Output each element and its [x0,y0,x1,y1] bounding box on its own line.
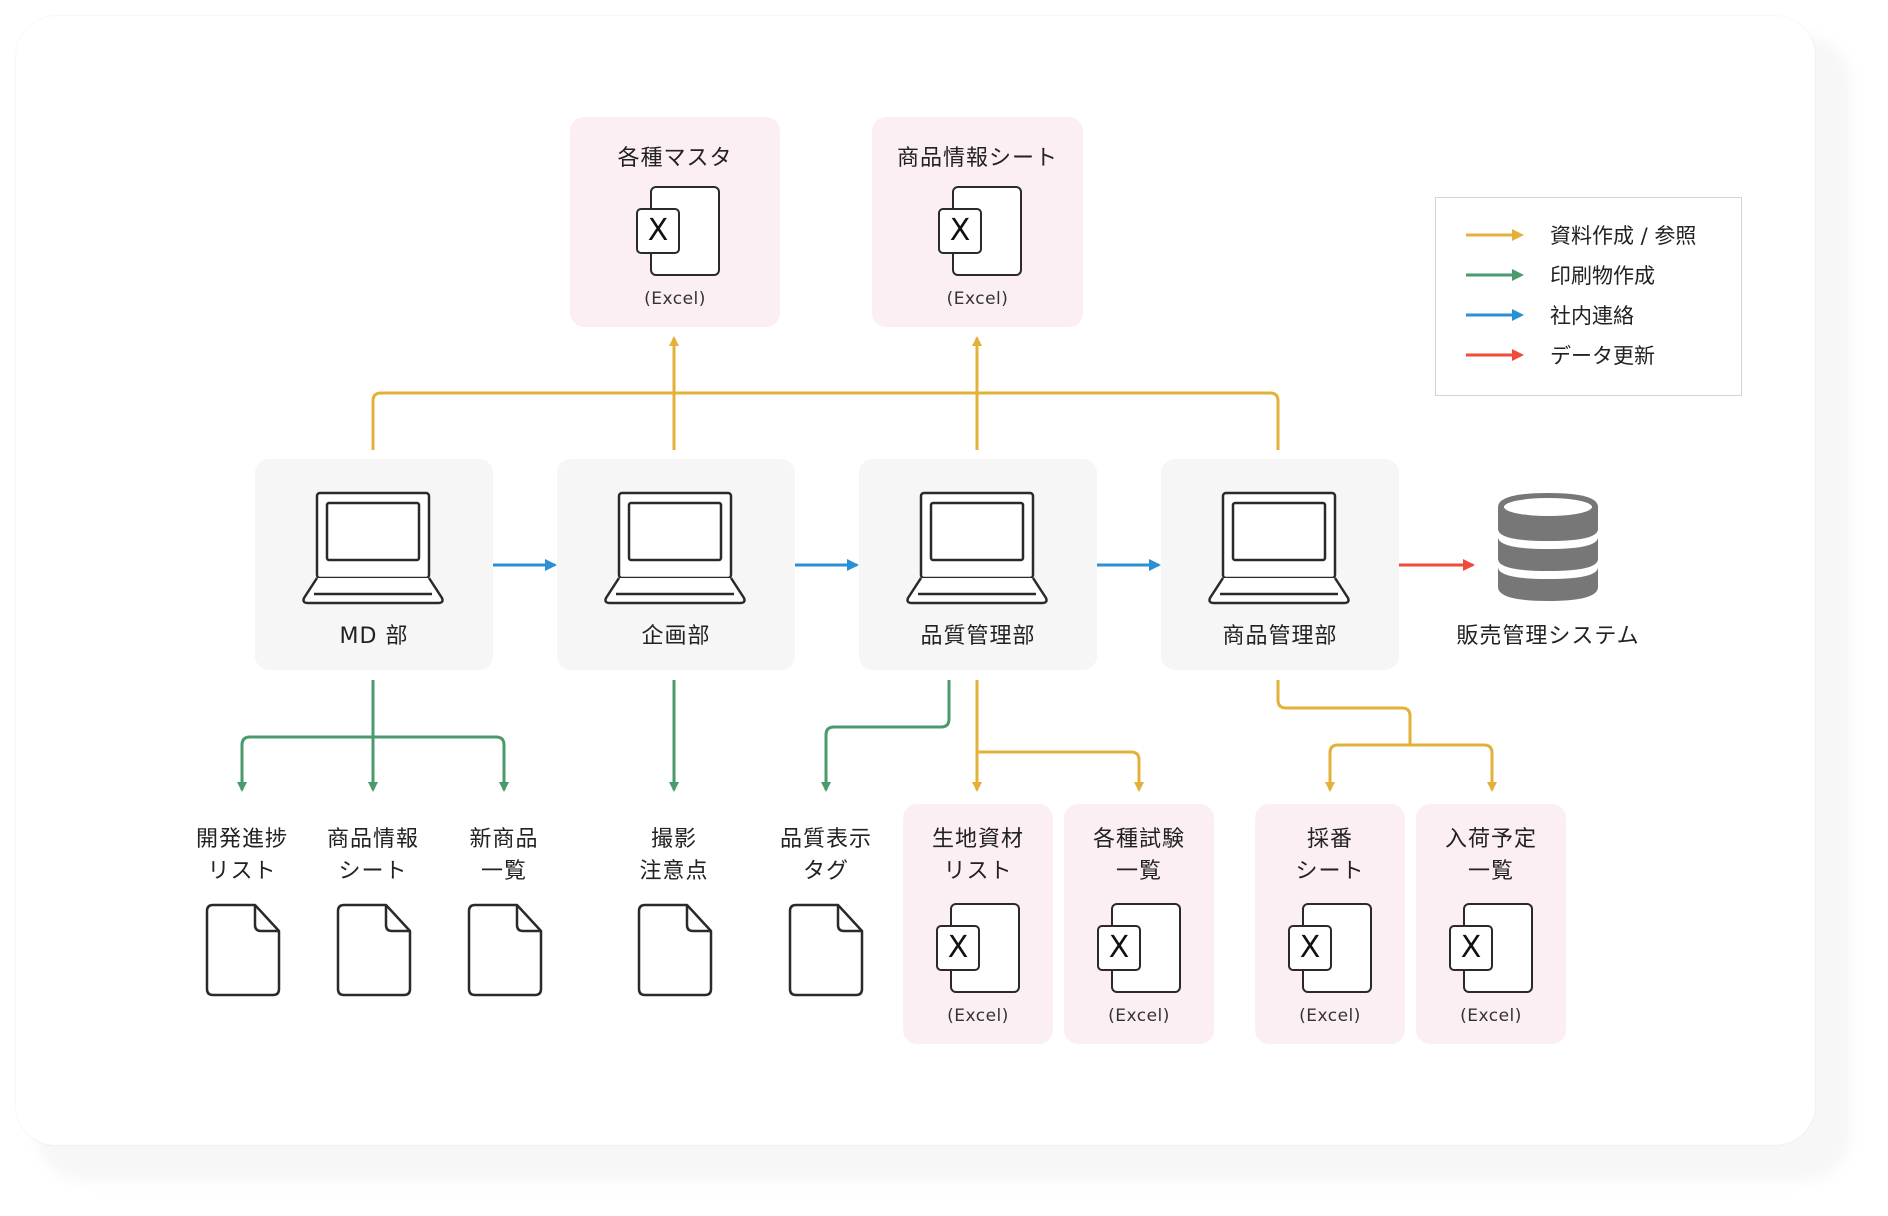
document-icon [788,903,864,997]
legend-item-update: データ更新 [1466,340,1655,370]
reference-bus [371,336,1280,450]
legend-item-reference: 資料作成 / 参照 [1466,220,1696,250]
document-icon [336,903,412,997]
excel-file-icon: X [1097,903,1185,995]
laptop-icon [604,491,746,605]
arrow-icon [1466,309,1524,321]
dept-label: 企画部 [641,624,711,649]
output-label: 採番シート [1295,827,1365,884]
output-label: 商品情報シート [326,827,419,884]
excel-file-icon: X [636,186,724,278]
output-label: 開発進捗リスト [195,827,288,884]
document-icon [467,903,543,997]
excel-caption: (Excel) [1299,1006,1361,1026]
top-file-title: 商品情報シート [896,146,1058,171]
output-label: 生地資材リスト [931,827,1024,884]
legend-item-print: 印刷物作成 [1466,260,1655,290]
output-label: 入荷予定一覧 [1444,827,1537,884]
document-icon [637,903,713,997]
bus-line [371,391,1280,450]
legend-item-internal: 社内連絡 [1466,300,1634,330]
excel-caption: (Excel) [946,289,1009,309]
arrow-icon [1466,269,1524,281]
laptop-icon [302,491,444,605]
reference-arrows-product [1276,680,1497,792]
output-label: 新商品一覧 [469,827,539,884]
dept-label: 商品管理部 [1222,624,1338,649]
top-file-title: 各種マスタ [617,146,733,171]
system-label: 販売管理システム [1456,624,1640,649]
arrow-icon [1466,349,1524,361]
arrow-icon [1466,229,1524,241]
output-label: 各種試験一覧 [1092,827,1185,884]
excel-file-icon: X [938,186,1026,278]
output-label: 品質表示タグ [779,827,872,884]
excel-caption: (Excel) [1108,1006,1170,1026]
laptop-icon [906,491,1048,605]
excel-file-icon: X [1288,903,1376,995]
excel-caption: (Excel) [947,1006,1009,1026]
database-icon [1498,493,1598,601]
dept-label: MD 部 [339,624,409,649]
dept-label: 品質管理部 [920,624,1036,649]
excel-file-icon: X [936,903,1024,995]
laptop-icon [1208,491,1350,605]
legend: 資料作成 / 参照 印刷物作成 社内連絡 データ更新 [1435,197,1742,396]
print-arrows-md [237,680,509,792]
excel-caption: (Excel) [644,289,706,309]
print-arrow-quality-tag [821,680,951,792]
reference-arrows-quality [972,680,1144,792]
excel-caption: (Excel) [1460,1006,1522,1026]
output-label: 撮影注意点 [639,827,709,884]
document-icon [205,903,281,997]
excel-file-icon: X [1449,903,1537,995]
